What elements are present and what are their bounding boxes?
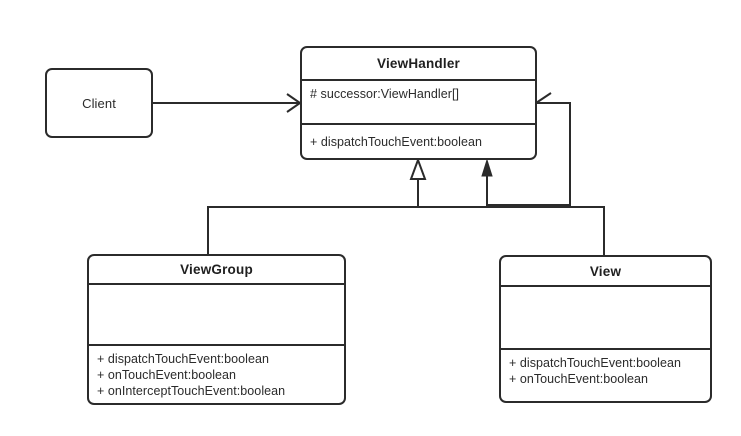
method-line: + onTouchEvent:boolean [97, 368, 237, 382]
open-arrowhead-icon [286, 93, 302, 113]
node-client-label: Client [82, 95, 116, 111]
method-line: + onInterceptTouchEvent:boolean [97, 384, 286, 398]
method-line: + dispatchTouchEvent:boolean [310, 135, 483, 149]
node-view-handler-title: ViewHandler [377, 56, 460, 71]
node-view-handler-attributes: # successor:ViewHandler[] [302, 79, 535, 123]
node-client[interactable]: Client [45, 68, 153, 138]
node-view-methods: + dispatchTouchEvent:boolean + onTouchEv… [501, 348, 710, 401]
method-line: + dispatchTouchEvent:boolean [509, 356, 682, 370]
hollow-triangle-arrowhead-icon [409, 157, 427, 180]
method-line: + dispatchTouchEvent:boolean [97, 352, 270, 366]
node-view-handler[interactable]: ViewHandler # successor:ViewHandler[] + … [300, 46, 537, 160]
edge-generalization-tree [207, 157, 605, 256]
node-view-group-title: ViewGroup [180, 262, 253, 278]
node-view[interactable]: View + dispatchTouchEvent:boolean + onTo… [499, 255, 712, 403]
edge-client-to-viewhandler [152, 93, 302, 113]
filled-arrowhead-icon [481, 158, 493, 177]
method-line: + onTouchEvent:boolean [509, 372, 649, 386]
node-view-attributes [501, 285, 710, 348]
node-view-handler-methods: + dispatchTouchEvent:boolean [302, 123, 535, 158]
node-view-title: View [589, 263, 622, 279]
attribute-line: # successor:ViewHandler[] [310, 87, 460, 101]
node-view-group-attributes [89, 283, 344, 344]
node-view-group-methods: + dispatchTouchEvent:boolean + onTouchEv… [89, 344, 344, 403]
node-view-group[interactable]: ViewGroup + dispatchTouchEvent:boolean +… [87, 254, 346, 405]
half-arrow-tick-icon [535, 92, 552, 104]
